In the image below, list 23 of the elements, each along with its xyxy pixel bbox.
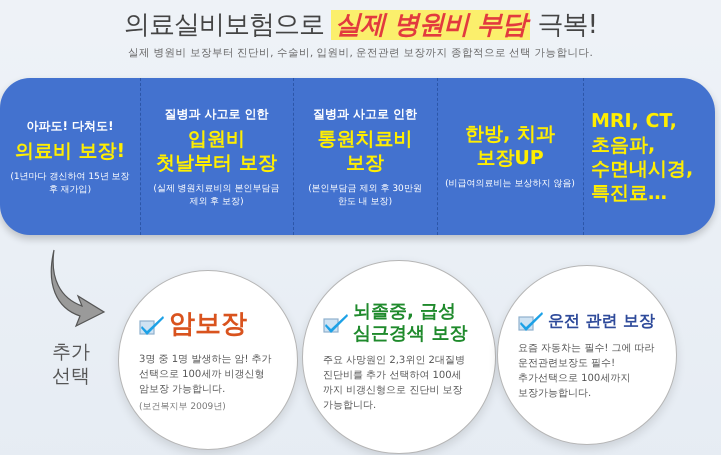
lead-text: 질병과 사고로 인한 xyxy=(164,106,269,122)
title: 의료실비보험으로 실제 병원비 부담 극복! xyxy=(122,9,598,42)
coverage-title: MRI, CT, 초음파, 수면내시경, 특진료… xyxy=(591,108,694,204)
description-text: 3명 중 1명 발생하는 암! 추가 선택으로 100세까 비갱신형 암보장 가능합니다. xyxy=(139,353,273,398)
source-note: (보건복지부 2009년) xyxy=(139,401,227,414)
handwritten-note: 추가 선택 xyxy=(52,340,91,388)
coverage-title: 의료비 보장! xyxy=(14,138,126,162)
coverage-title: 한방, 치과 보장UP xyxy=(464,122,556,170)
coverage-title: 입원비 첫날부터 보장 xyxy=(155,126,278,174)
note-text: (실제 병원치료비의 본인부담금 제외 후 보장) xyxy=(152,182,281,208)
note-text: (본인부담금 제외 후 30만원 한도 내 보장) xyxy=(307,182,423,208)
coverage-title: 통원치료비 보장 xyxy=(316,126,414,174)
note-text: (비급여의료비는 보상하지 않음) xyxy=(445,178,575,191)
coverage-heading: 운전 관련 보장 xyxy=(548,310,656,332)
description-text: 요즘 자동차는 필수! 그에 따라 운전관련보장도 필수! 추가선택으로 100세까지 보장가능합니다. xyxy=(518,342,656,401)
coverage-heading: 뇌졸중, 급성 심근경색 보장 xyxy=(353,301,468,345)
subtitle: 실제 병원비 보장부터 진단비, 수술비, 입원비, 운전관련 보장까지 종합적으로 선택 가능합니다. xyxy=(127,46,594,61)
lead-text: 아파도! 다쳐도! xyxy=(26,118,114,134)
description-text: 주요 사망원인 2,3위인 2대질병 진단비를 추가 선택하여 100세 까지 비갱신형으로 진단비 보장 가능합니다. xyxy=(323,354,466,413)
coverage-band xyxy=(0,78,715,235)
lead-text: 질병과 사고로 인한 xyxy=(312,106,418,122)
coverage-heading: 암보장 xyxy=(169,308,247,342)
note-text: (1년마다 갱신하여 15년 보장 후 재가입) xyxy=(9,170,131,196)
